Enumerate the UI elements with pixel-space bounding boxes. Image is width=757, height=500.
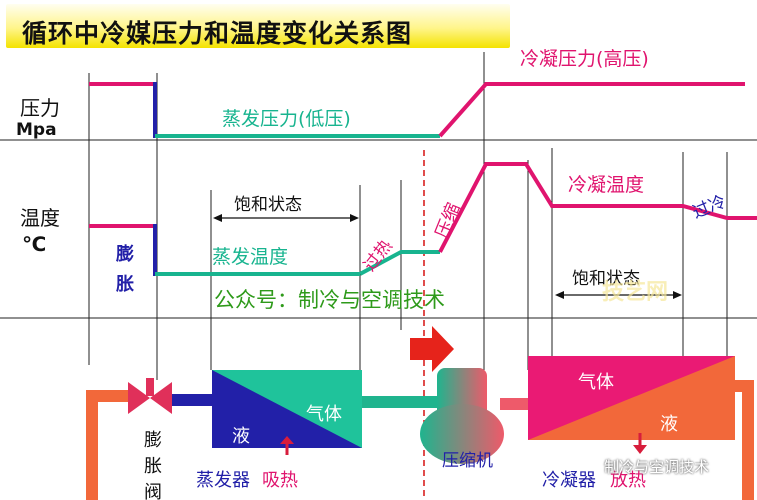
condenser-graphic: [528, 356, 735, 454]
high-pressure-right: [438, 82, 745, 138]
release-heat-label: 放热: [610, 470, 646, 491]
compression-temperature-line: [438, 162, 757, 253]
condenser-liquid-label: 液: [660, 414, 678, 435]
evaporator-gas-label: 气体: [306, 404, 342, 425]
flow-arrow: [410, 326, 454, 372]
temperature-unit-label: ℃: [22, 232, 47, 256]
valve-label-3: 阀: [144, 482, 162, 500]
pressure-curve: [89, 82, 745, 138]
temperature-axis-label: 温度: [20, 206, 60, 230]
watermark-text: 技艺网: [602, 280, 669, 305]
absorb-heat-label: 吸热: [262, 470, 298, 491]
expansion-label-2: 胀: [116, 274, 134, 295]
expansion-label-1: 膨: [116, 244, 134, 265]
compressor-label: 压缩机: [442, 451, 493, 471]
pressure-axis-label: 压力: [20, 96, 60, 120]
saturated-state-right-label: 饱和状态: [572, 269, 640, 289]
temperature-curve: [89, 162, 757, 276]
diagram-title: 循环中冷媒压力和温度变化关系图: [22, 19, 413, 48]
condensing-pressure-label: 冷凝压力(高压): [520, 48, 649, 70]
public-account-label: 公众号：制冷与空调技术: [214, 288, 445, 312]
frame-lines: [0, 52, 757, 500]
pressure-unit-label: Mpa: [16, 120, 57, 140]
evaporator-liquid-label: 液: [232, 426, 250, 447]
title-banner: 循环中冷媒压力和温度变化关系图: [6, 4, 510, 48]
valve-label-2: 胀: [144, 456, 162, 477]
piping: [86, 380, 754, 500]
saturated-state-left-label: 饱和状态: [234, 195, 302, 215]
superheat-line: [359, 250, 440, 276]
compressor-graphic: [420, 368, 504, 464]
condensing-temperature-label: 冷凝温度: [568, 174, 645, 196]
expansion-valve: [128, 378, 172, 414]
evaporator-label: 蒸发器: [196, 470, 250, 491]
evaporating-pressure-label: 蒸发压力(低压): [222, 108, 351, 130]
evaporator-graphic: [212, 370, 362, 455]
credit-watermark: 制冷与空调技术: [604, 458, 710, 476]
condenser-label: 冷凝器: [542, 470, 596, 491]
span-arrows: [213, 214, 682, 299]
valve-label-1: 膨: [144, 430, 162, 451]
evaporating-temperature-label: 蒸发温度: [212, 246, 289, 268]
condenser-gas-label: 气体: [578, 372, 614, 393]
